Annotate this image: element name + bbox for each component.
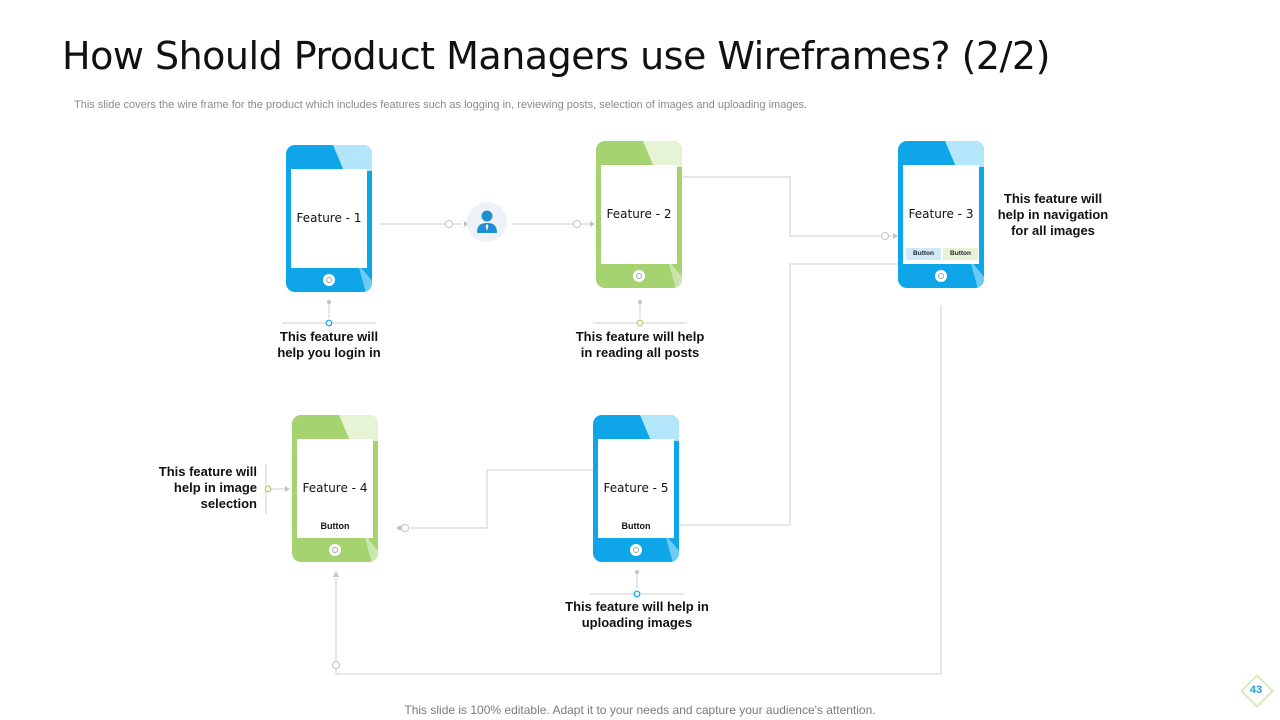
feature-5-label: Feature - 5	[603, 481, 669, 495]
phone-feature-1[interactable]: Feature - 1	[286, 145, 372, 292]
home-button-icon	[323, 274, 335, 286]
feature-1-label: Feature - 1	[296, 211, 362, 225]
phone-screen: Feature - 4 Button	[297, 439, 373, 538]
page-number: 43	[1249, 684, 1263, 696]
user-icon	[477, 210, 497, 233]
feature-1-description: This feature will help you login in	[277, 329, 381, 360]
feature-3-button-1[interactable]: Button	[906, 248, 941, 260]
home-button-icon	[329, 544, 341, 556]
page-number-badge: 43	[1240, 674, 1274, 708]
feature-5-button[interactable]: Button	[621, 521, 651, 531]
feature-3-button-2[interactable]: Button	[943, 248, 978, 260]
phone-feature-4[interactable]: Feature - 4 Button	[292, 415, 378, 562]
phone-screen: Feature - 2	[601, 165, 677, 264]
page-subtitle: This slide covers the wire frame for the…	[74, 99, 808, 111]
feature-2-description: This feature will help in reading all po…	[575, 329, 705, 360]
home-button-icon	[630, 544, 642, 556]
feature-3-description: This feature will help in navigation for…	[997, 191, 1109, 238]
footer-note: This slide is 100% editable. Adapt it to…	[404, 703, 876, 717]
user-badge	[467, 202, 507, 242]
home-button-icon	[935, 270, 947, 282]
page-title: How Should Product Managers use Wirefram…	[62, 34, 1050, 78]
feature-4-button[interactable]: Button	[320, 521, 350, 531]
home-button-icon	[633, 270, 645, 282]
phone-feature-5[interactable]: Feature - 5 Button	[593, 415, 679, 562]
feature-2-label: Feature - 2	[606, 207, 672, 221]
phone-screen: Feature - 3 Button Button	[903, 165, 979, 264]
phone-feature-2[interactable]: Feature - 2	[596, 141, 682, 288]
feature-4-description: This feature will help in image selectio…	[158, 464, 257, 511]
phone-feature-3[interactable]: Feature - 3 Button Button	[898, 141, 984, 288]
feature-5-description: This feature will help in uploading imag…	[565, 599, 709, 630]
feature-3-label: Feature - 3	[908, 207, 974, 221]
feature-4-label: Feature - 4	[302, 481, 368, 495]
phone-screen: Feature - 5 Button	[598, 439, 674, 538]
phone-screen: Feature - 1	[291, 169, 367, 268]
